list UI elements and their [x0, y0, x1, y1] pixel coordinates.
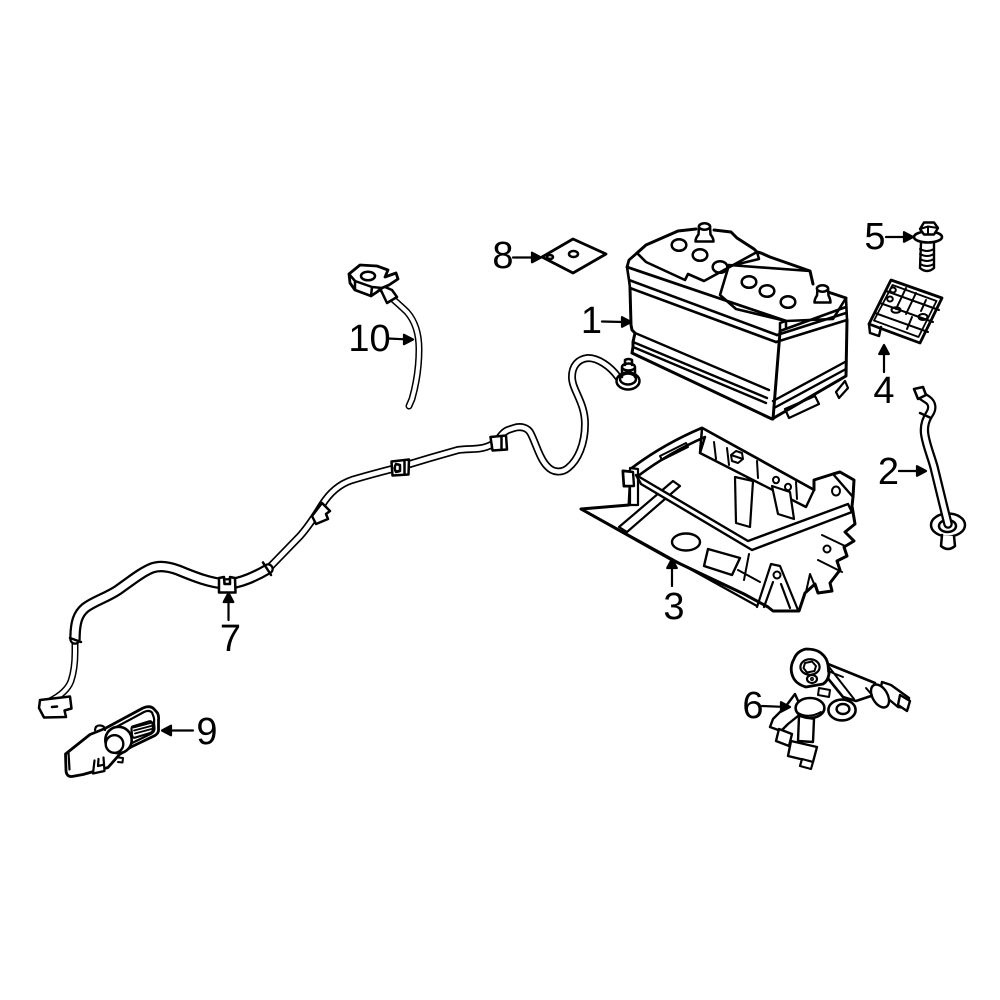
svg-text:5: 5: [864, 216, 885, 258]
svg-text:6: 6: [742, 685, 763, 727]
svg-text:3: 3: [663, 586, 684, 628]
svg-text:9: 9: [196, 711, 217, 753]
svg-text:8: 8: [492, 235, 513, 277]
svg-text:7: 7: [220, 618, 241, 660]
svg-text:1: 1: [581, 300, 602, 342]
svg-text:4: 4: [873, 370, 894, 412]
svg-text:2: 2: [878, 451, 899, 493]
svg-text:10: 10: [348, 318, 390, 360]
